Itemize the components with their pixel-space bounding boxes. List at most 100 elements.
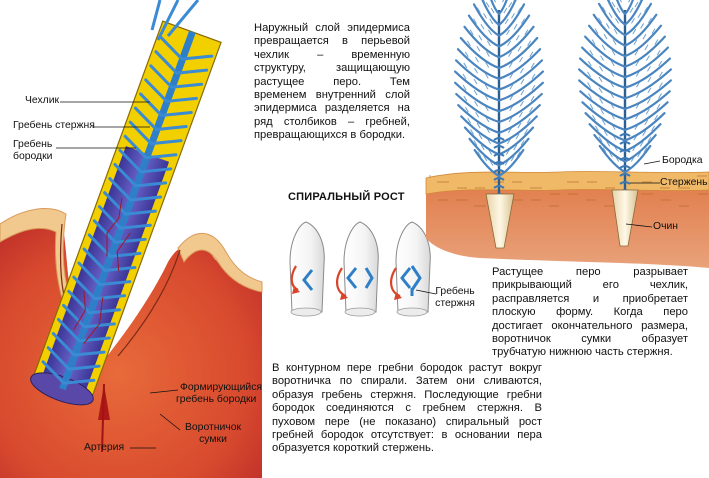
- barb-ridge: [103, 191, 157, 216]
- feather-barb: [490, 0, 501, 16]
- barb-ridge: [118, 148, 173, 174]
- feather-barb: [623, 144, 652, 174]
- barb-ridge: [77, 261, 132, 287]
- barb-ridges: [41, 36, 214, 385]
- barb-ridge: [62, 303, 116, 329]
- feather-barb: [623, 46, 669, 79]
- feather-barb: [497, 25, 535, 59]
- calamus-2: [611, 189, 639, 247]
- barb-ridge: [72, 275, 127, 301]
- feather-2: [578, 0, 672, 193]
- barb-ridge: [154, 50, 209, 75]
- text-spiral-growth: В контурном пере гребни бородок растут в…: [272, 362, 542, 455]
- follicle-section: [0, 0, 263, 478]
- left-leader-lines: [56, 101, 181, 449]
- label-cone-shaft-ridge-line1: Гребень: [435, 286, 475, 297]
- feather-barb: [623, 90, 671, 121]
- label-forming-ridge-line1: Формирующийся: [180, 382, 263, 393]
- text-feather-unfurl: Растущее перо разрывает прикрывающий его…: [492, 266, 688, 359]
- feather-barb: [455, 92, 501, 124]
- barb-ridge: [123, 134, 178, 160]
- calamus-1: [485, 193, 515, 249]
- barb-ridge: [98, 205, 152, 230]
- feather-barb: [460, 115, 501, 145]
- feather-barb: [472, 3, 501, 37]
- feather-barb: [453, 70, 501, 102]
- feather-barb: [598, 144, 627, 174]
- feather-barb: [459, 36, 501, 70]
- feather-barb: [473, 148, 501, 178]
- barb-ridge: [56, 318, 111, 343]
- feather-barb: [623, 133, 657, 163]
- barb-ridge: [41, 360, 96, 385]
- feather-barb: [579, 90, 627, 121]
- feather-1: [453, 0, 545, 197]
- feather-barb: [497, 104, 541, 134]
- label-collar-line2: сумки: [199, 434, 227, 445]
- label-artery: Артерия: [84, 442, 125, 453]
- feather-barb: [481, 0, 501, 26]
- barb-ridge: [67, 289, 121, 315]
- barb-ridge: [159, 36, 214, 61]
- feather-barb: [497, 126, 535, 156]
- emerged-feathers: [425, 0, 709, 268]
- feather-barb: [623, 35, 666, 68]
- feather-barb: [584, 35, 627, 68]
- label-barb-ridge-line1: Гребень: [13, 139, 53, 150]
- label-collar-line1: Воротничок: [184, 422, 242, 433]
- label-barb-ridge-line2: бородки: [13, 151, 53, 162]
- feather-barb: [454, 81, 501, 113]
- feather-barb: [497, 3, 526, 37]
- feather-barb: [467, 14, 501, 48]
- label-forming-ridge-line2: гребень бородки: [176, 394, 257, 405]
- barb-ridge: [46, 346, 101, 371]
- label-barb: Бородка: [662, 155, 703, 166]
- text-sheath-formation: Наружный слой эпидермиса превращается в …: [254, 22, 410, 142]
- feather-barb: [587, 24, 627, 58]
- feather-barb: [468, 137, 501, 167]
- barb-ridge: [92, 219, 147, 244]
- feather-barb: [593, 133, 627, 163]
- feather-barb: [497, 70, 545, 102]
- feather-barb: [623, 13, 658, 47]
- label-shaft: Стержень: [660, 177, 708, 188]
- label-calamus: Очин: [653, 221, 679, 232]
- feather-barb: [623, 57, 672, 89]
- feather-barb: [463, 126, 501, 156]
- feather-barb: [578, 79, 627, 110]
- feather-barb: [497, 0, 508, 16]
- feather-barb: [606, 0, 627, 26]
- barb-ridge: [108, 177, 163, 202]
- feather-barb: [597, 2, 627, 37]
- feather-barb: [497, 59, 544, 91]
- feather-barb: [497, 0, 517, 26]
- feather-barb: [497, 148, 525, 178]
- feather-barb: [497, 81, 544, 113]
- label-cone-shaft-ridge-line2: стержня: [435, 298, 475, 309]
- feather-barb: [497, 48, 542, 80]
- cone-1: [289, 221, 325, 317]
- feather-barb: [623, 0, 635, 16]
- feather-barb: [623, 79, 672, 110]
- shaft-ridge: [59, 30, 196, 391]
- feather-barb: [623, 24, 663, 58]
- feather-barb: [578, 68, 627, 100]
- barb-ridge: [51, 332, 106, 357]
- label-sheath: Чехлик: [25, 95, 60, 106]
- barb-ridge: [133, 106, 188, 132]
- feather-barb: [623, 68, 672, 100]
- feather-barb: [454, 59, 501, 91]
- spiral-growth-title: СПИРАЛЬНЫЙ РОСТ: [288, 191, 405, 203]
- feather-barb: [497, 14, 531, 48]
- barb-ridge: [149, 64, 204, 89]
- feather-barb: [623, 0, 644, 26]
- barb-ridge: [139, 92, 193, 117]
- growing-feather: [30, 20, 222, 406]
- feather-barb: [457, 104, 501, 134]
- cone-2: [336, 221, 379, 317]
- spiral-growth-cones: [289, 221, 437, 317]
- feather-barb: [584, 112, 627, 142]
- feather-barb: [497, 36, 539, 70]
- label-shaft-ridge: Гребень стержня: [13, 120, 95, 131]
